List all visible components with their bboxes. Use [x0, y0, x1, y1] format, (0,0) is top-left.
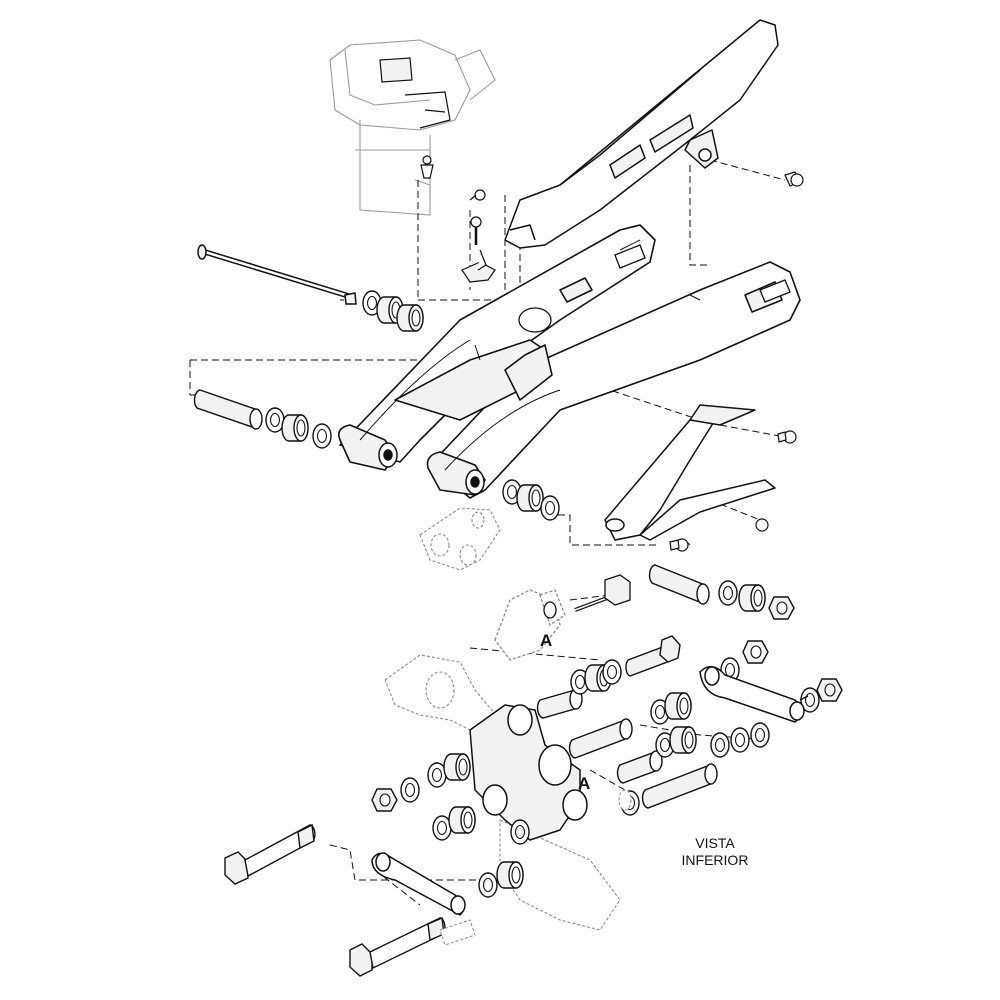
- dogbone-plates-left: [371, 852, 466, 916]
- link-nut-f: [816, 678, 843, 702]
- callout-a-upper: A: [540, 631, 553, 650]
- pivot-holes: [378, 442, 485, 495]
- link-washer-left-4: [510, 819, 530, 845]
- pivot-axle: [197, 244, 357, 305]
- link-washer-left-3: [432, 815, 452, 841]
- shock-bearing: [738, 584, 766, 612]
- dogbone-plates-right: [699, 666, 809, 723]
- pivot-bearing-right: [396, 304, 424, 332]
- link-washer-bottom-1: [478, 872, 498, 898]
- link-bearing-left-2: [448, 806, 476, 834]
- sleeve-washer-2: [312, 423, 332, 449]
- sleeve-washer-1: [265, 407, 285, 433]
- swingarm: [337, 224, 801, 499]
- link-bearing-bottom: [496, 861, 524, 889]
- link-nut-e: [742, 640, 769, 664]
- link-washer-left-1: [400, 777, 420, 803]
- frame-clip-pin: [420, 155, 434, 179]
- chain-guard: [504, 19, 779, 249]
- relay-rocker: [469, 704, 588, 841]
- link-bearing-c1: [669, 726, 697, 754]
- shock-nut: [768, 596, 795, 620]
- linkage-bolt-long-1: [224, 823, 316, 885]
- pivot-bearing-right-1: [516, 484, 544, 512]
- axle-slots: [518, 244, 791, 333]
- view-label-line-2: INFERIOR: [681, 852, 749, 868]
- bottom-view-label: VISTA INFERIOR: [660, 835, 770, 869]
- callout-a-lower: A: [578, 774, 591, 793]
- linkage-sleeves: [536, 688, 718, 809]
- shock-washer: [718, 580, 738, 606]
- link-washer-a2: [602, 659, 622, 685]
- link-washer-d3: [750, 722, 770, 748]
- swingarm-details: [359, 239, 701, 471]
- pivot-sleeve-left: [193, 389, 263, 430]
- detail-a-upper: [494, 574, 631, 661]
- link-washer-left-2: [427, 762, 447, 788]
- linkage-bolt-upper: [625, 635, 681, 677]
- guard-screws: [461, 171, 804, 283]
- link-nut-left: [371, 788, 398, 812]
- frame-section-outline: [329, 39, 496, 216]
- view-label-line-1: VISTA: [695, 835, 735, 851]
- shock-sleeve: [648, 564, 710, 605]
- link-bearing-b1: [664, 692, 692, 720]
- link-washer-d1: [710, 732, 730, 758]
- link-bearing-left: [443, 753, 471, 781]
- pivot-washer-right-2: [540, 495, 560, 521]
- slider-screws: [669, 430, 797, 552]
- sleeve-bearing-1: [281, 414, 309, 442]
- chain-slider: [604, 404, 776, 541]
- linkage-bolt-long-2: [349, 916, 446, 977]
- link-washer-d2: [730, 727, 750, 753]
- ghost-linkage-bracket: [419, 507, 501, 571]
- ghost-spacer: [439, 789, 632, 946]
